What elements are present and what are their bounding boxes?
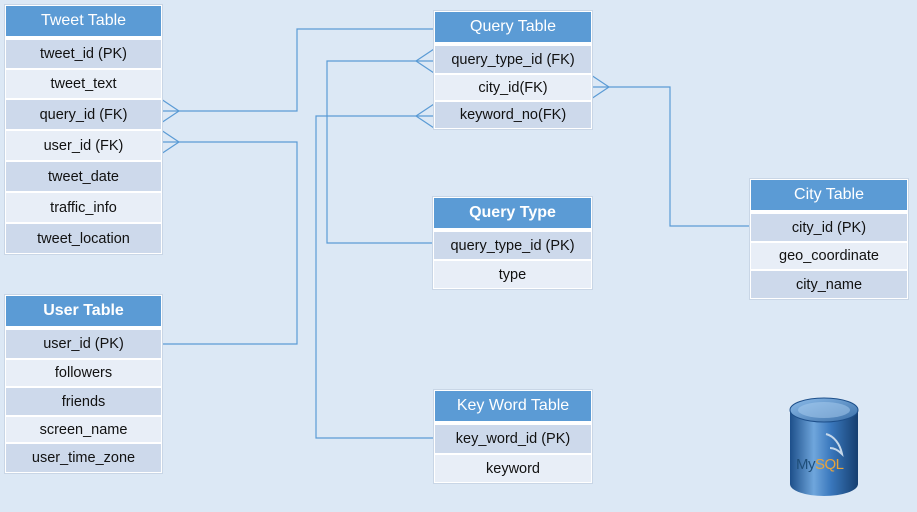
tweet-field-tweet-id: tweet_id (PK)	[6, 38, 161, 68]
querytype-field-type: type	[434, 259, 591, 288]
crowfoot-tweet-query	[160, 98, 181, 124]
user-table: User Table user_id (PK) followers friend…	[5, 295, 162, 473]
city-field-geo-coordinate: geo_coordinate	[751, 241, 907, 269]
user-field-followers: followers	[6, 358, 161, 386]
tweet-table: Tweet Table tweet_id (PK) tweet_text que…	[5, 5, 162, 254]
mysql-logo-text: MySQL	[796, 456, 844, 473]
query-table-title: Query Table	[435, 12, 591, 44]
city-field-city-name: city_name	[751, 269, 907, 298]
crowfoot-query-city	[590, 74, 611, 100]
rel-query-keyword	[315, 115, 434, 439]
tweet-field-tweet-text: tweet_text	[6, 68, 161, 98]
keyword-table: Key Word Table key_word_id (PK) keyword	[434, 390, 592, 483]
query-field-query-type-id: query_type_id (FK)	[435, 44, 591, 73]
rel-query-city	[591, 86, 749, 227]
mysql-logo-sql: SQL	[815, 456, 844, 473]
querytype-field-query-type-id: query_type_id (PK)	[434, 230, 591, 259]
mysql-logo-my: My	[796, 456, 816, 473]
keyword-table-title: Key Word Table	[435, 391, 591, 423]
user-field-user-time-zone: user_time_zone	[6, 442, 161, 472]
city-table-title: City Table	[751, 180, 907, 212]
query-field-keyword-no: keyword_no(FK)	[435, 100, 591, 128]
rel-tweet-query	[161, 28, 434, 112]
city-table: City Table city_id (PK) geo_coordinate c…	[750, 179, 908, 299]
query-type-table-title: Query Type	[434, 198, 591, 230]
keyword-field-key-word-id: key_word_id (PK)	[435, 423, 591, 453]
crowfoot-query-keyword	[414, 103, 435, 129]
rel-tweet-user	[161, 141, 298, 345]
keyword-field-keyword: keyword	[435, 453, 591, 482]
tweet-field-tweet-date: tweet_date	[6, 160, 161, 191]
query-table: Query Table query_type_id (FK) city_id(F…	[434, 11, 592, 129]
user-field-screen-name: screen_name	[6, 415, 161, 442]
tweet-field-traffic-info: traffic_info	[6, 191, 161, 222]
city-field-city-id: city_id (PK)	[751, 212, 907, 241]
user-field-friends: friends	[6, 386, 161, 415]
query-type-table: Query Type query_type_id (PK) type	[433, 197, 592, 289]
rel-query-querytype	[326, 60, 434, 244]
crowfoot-tweet-user	[160, 129, 181, 155]
user-field-user-id: user_id (PK)	[6, 328, 161, 358]
tweet-field-user-id: user_id (FK)	[6, 129, 161, 160]
crowfoot-query-querytype	[414, 48, 435, 74]
tweet-field-tweet-location: tweet_location	[6, 222, 161, 253]
user-table-title: User Table	[6, 296, 161, 328]
query-field-city-id: city_id(FK)	[435, 73, 591, 100]
tweet-field-query-id: query_id (FK)	[6, 98, 161, 129]
mysql-database-icon	[789, 397, 859, 496]
tweet-table-title: Tweet Table	[6, 6, 161, 38]
